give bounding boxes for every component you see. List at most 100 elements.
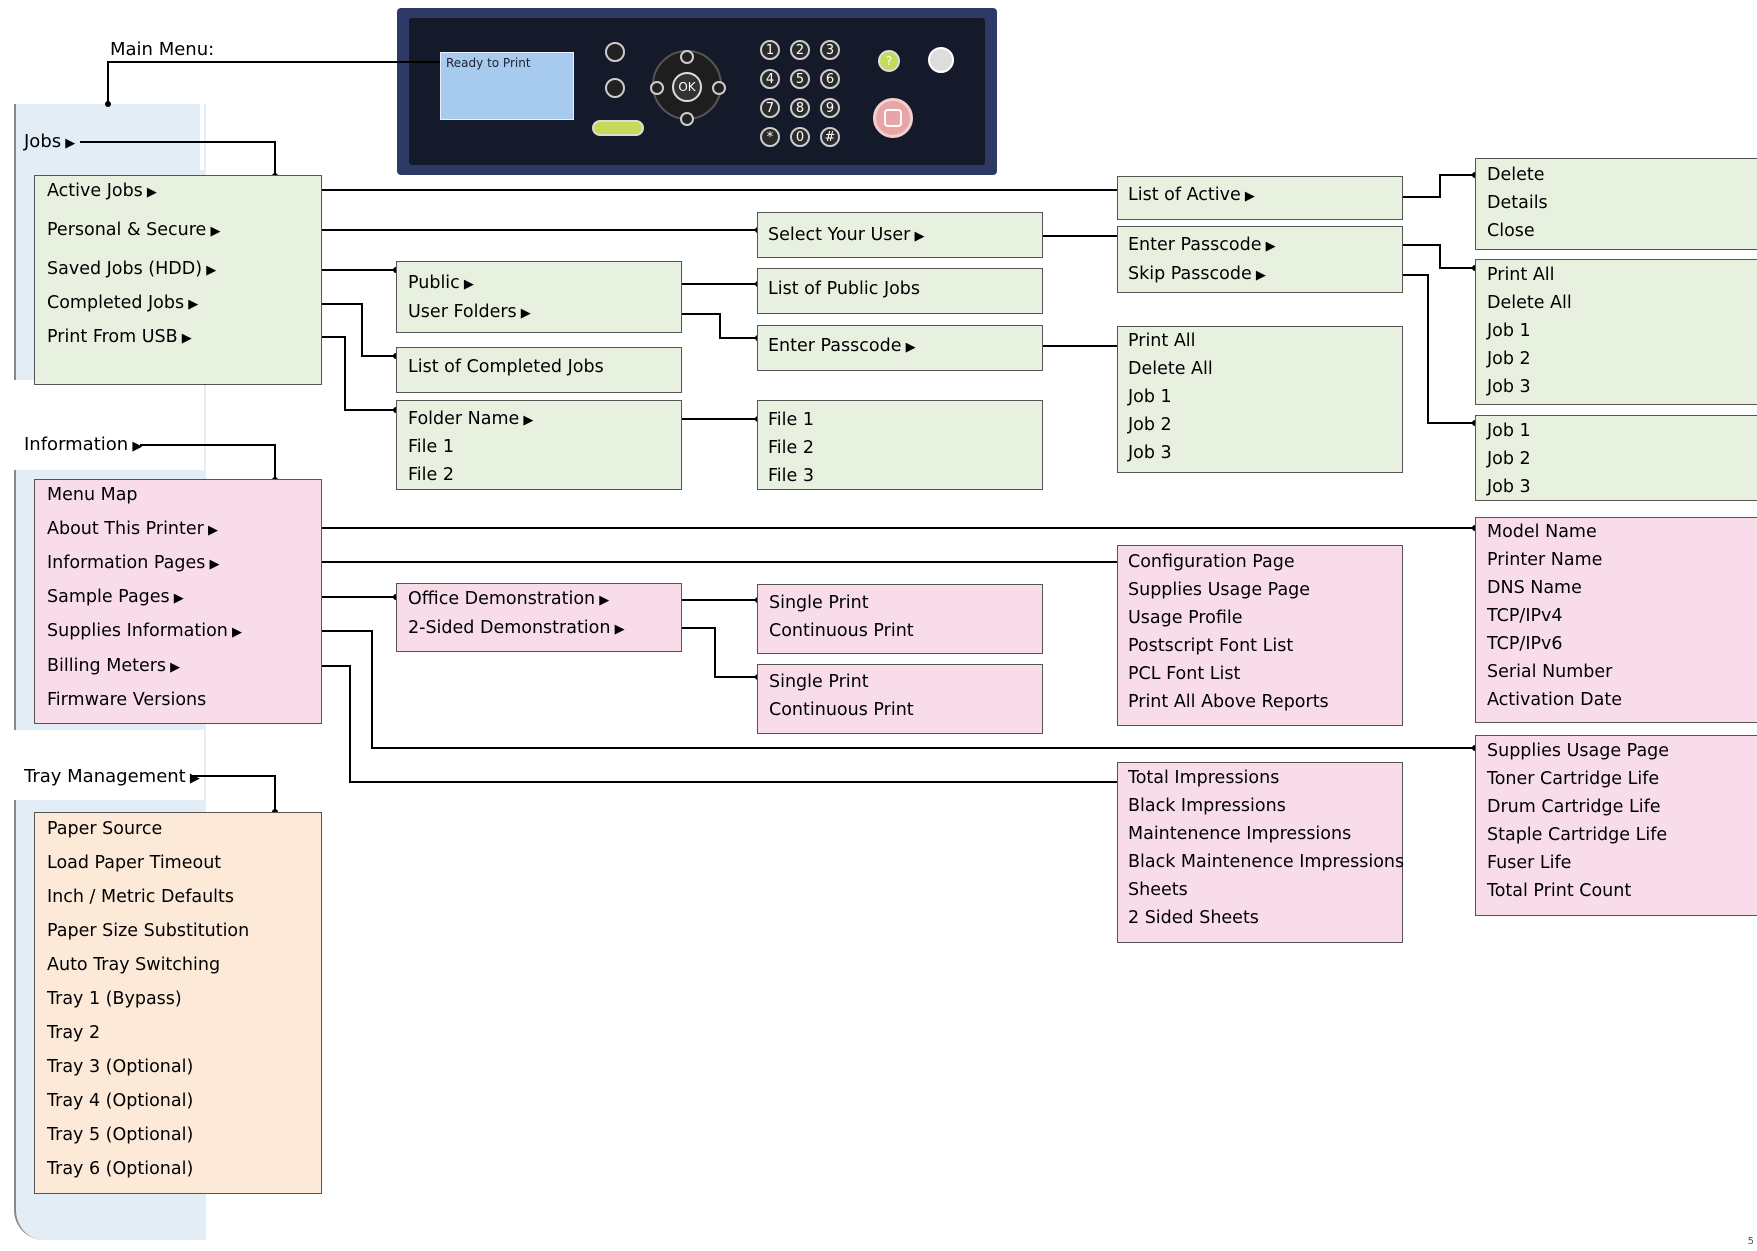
menu-item-folder-job-2[interactable]: Job 2 (1128, 415, 1172, 435)
menu-item-skip-job-3[interactable]: Job 3 (1487, 477, 1531, 497)
arrow-right-icon[interactable] (712, 81, 726, 95)
menu-item-list-of-active[interactable]: List of Active ▶ (1128, 185, 1255, 205)
jobs-heading[interactable]: Jobs ▶ (24, 131, 76, 152)
menu-button[interactable] (605, 42, 625, 62)
menu-item-completed-jobs[interactable]: Completed Jobs ▶ (47, 293, 199, 313)
power-saver-button[interactable] (592, 120, 644, 136)
menu-item-inch-metric-defaults[interactable]: Inch / Metric Defaults (47, 887, 235, 907)
clear-all-button[interactable] (928, 47, 954, 73)
help-button[interactable]: ? (878, 50, 900, 72)
menu-item-drum-cartridge-life[interactable]: Drum Cartridge Life (1487, 797, 1661, 817)
menu-item-folder-enter-passcode[interactable]: Enter Passcode ▶ (768, 336, 916, 356)
menu-item-skip-passcode[interactable]: Skip Passcode ▶ (1128, 264, 1266, 284)
menu-item-secure-print-all[interactable]: Print All (1487, 265, 1555, 285)
menu-item-file-1[interactable]: File 1 (768, 410, 814, 430)
menu-item-information-pages[interactable]: Information Pages ▶ (47, 553, 220, 573)
menu-item-saved-jobs[interactable]: Saved Jobs (HDD) ▶ (47, 259, 217, 279)
menu-item-delete[interactable]: Delete (1487, 165, 1545, 185)
menu-item-list-of-completed-jobs[interactable]: List of Completed Jobs (408, 357, 604, 377)
information-heading[interactable]: Information ▶ (24, 434, 143, 455)
menu-item-usb-file-2[interactable]: File 2 (408, 465, 454, 485)
key-8[interactable]: 8 (790, 98, 810, 118)
menu-item-postscript-font-list[interactable]: Postscript Font List (1128, 636, 1294, 656)
menu-item-skip-job-2[interactable]: Job 2 (1487, 449, 1531, 469)
menu-item-twosided-continuous-print[interactable]: Continuous Print (769, 700, 914, 720)
menu-item-tray-2[interactable]: Tray 2 (47, 1023, 101, 1043)
menu-item-user-folders[interactable]: User Folders ▶ (408, 302, 531, 322)
ok-button[interactable]: OK (672, 72, 702, 102)
menu-item-tray-6[interactable]: Tray 6 (Optional) (47, 1159, 194, 1179)
key-hash[interactable]: # (820, 127, 840, 147)
menu-item-file-3[interactable]: File 3 (768, 466, 814, 486)
menu-item-office-single-print[interactable]: Single Print (769, 593, 869, 613)
menu-item-secure-job-2[interactable]: Job 2 (1487, 349, 1531, 369)
menu-item-fuser-life[interactable]: Fuser Life (1487, 853, 1572, 873)
menu-item-2-sided-sheets[interactable]: 2 Sided Sheets (1128, 908, 1259, 928)
menu-item-print-from-usb[interactable]: Print From USB ▶ (47, 327, 192, 347)
menu-item-list-of-public-jobs[interactable]: List of Public Jobs (768, 279, 921, 299)
menu-item-usb-file-1[interactable]: File 1 (408, 437, 454, 457)
arrow-down-icon[interactable] (680, 112, 694, 126)
menu-item-enter-passcode[interactable]: Enter Passcode ▶ (1128, 235, 1276, 255)
menu-item-serial-number[interactable]: Serial Number (1487, 662, 1613, 682)
stop-button[interactable] (873, 98, 913, 138)
key-7[interactable]: 7 (760, 98, 780, 118)
menu-item-configuration-page[interactable]: Configuration Page (1128, 552, 1295, 572)
menu-item-2-sided-demonstration[interactable]: 2-Sided Demonstration ▶ (408, 618, 625, 638)
menu-item-office-continuous-print[interactable]: Continuous Print (769, 621, 914, 641)
key-2[interactable]: 2 (790, 40, 810, 60)
menu-item-folder-job-1[interactable]: Job 1 (1128, 387, 1172, 407)
menu-item-menu-map[interactable]: Menu Map (47, 485, 138, 505)
menu-item-file-2[interactable]: File 2 (768, 438, 814, 458)
menu-item-tray-5[interactable]: Tray 5 (Optional) (47, 1125, 194, 1145)
back-button[interactable] (605, 78, 625, 98)
menu-item-secure-job-1[interactable]: Job 1 (1487, 321, 1531, 341)
menu-item-secure-job-3[interactable]: Job 3 (1487, 377, 1531, 397)
key-9[interactable]: 9 (820, 98, 840, 118)
menu-item-tcp-ipv4[interactable]: TCP/IPv4 (1487, 606, 1563, 626)
menu-item-sample-pages[interactable]: Sample Pages ▶ (47, 587, 184, 607)
menu-item-pcl-font-list[interactable]: PCL Font List (1128, 664, 1241, 684)
menu-item-active-jobs[interactable]: Active Jobs ▶ (47, 181, 157, 201)
menu-item-office-demonstration[interactable]: Office Demonstration ▶ (408, 589, 610, 609)
menu-item-close[interactable]: Close (1487, 221, 1535, 241)
menu-item-folder-print-all[interactable]: Print All (1128, 331, 1196, 351)
key-5[interactable]: 5 (790, 69, 810, 89)
menu-item-sheets[interactable]: Sheets (1128, 880, 1188, 900)
menu-item-folder-job-3[interactable]: Job 3 (1128, 443, 1172, 463)
key-1[interactable]: 1 (760, 40, 780, 60)
menu-item-tray-1-bypass[interactable]: Tray 1 (Bypass) (47, 989, 182, 1009)
menu-item-tray-3[interactable]: Tray 3 (Optional) (47, 1057, 194, 1077)
menu-item-total-impressions[interactable]: Total Impressions (1128, 768, 1280, 788)
key-star[interactable]: * (760, 127, 780, 147)
menu-item-load-paper-timeout[interactable]: Load Paper Timeout (47, 853, 222, 873)
menu-item-twosided-single-print[interactable]: Single Print (769, 672, 869, 692)
menu-item-usage-profile[interactable]: Usage Profile (1128, 608, 1243, 628)
menu-item-activation-date[interactable]: Activation Date (1487, 690, 1623, 710)
menu-item-total-print-count[interactable]: Total Print Count (1487, 881, 1632, 901)
key-0[interactable]: 0 (790, 127, 810, 147)
menu-item-model-name[interactable]: Model Name (1487, 522, 1597, 542)
menu-item-skip-job-1[interactable]: Job 1 (1487, 421, 1531, 441)
key-4[interactable]: 4 (760, 69, 780, 89)
menu-item-folder-name[interactable]: Folder Name ▶ (408, 409, 534, 429)
menu-item-printer-name[interactable]: Printer Name (1487, 550, 1603, 570)
menu-item-black-impressions[interactable]: Black Impressions (1128, 796, 1286, 816)
menu-item-auto-tray-switching[interactable]: Auto Tray Switching (47, 955, 221, 975)
menu-item-paper-source[interactable]: Paper Source (47, 819, 163, 839)
menu-item-billing-meters[interactable]: Billing Meters ▶ (47, 656, 181, 676)
tray-management-heading[interactable]: Tray Management ▶ (24, 766, 200, 787)
key-3[interactable]: 3 (820, 40, 840, 60)
menu-item-tcp-ipv6[interactable]: TCP/IPv6 (1487, 634, 1563, 654)
menu-item-firmware-versions[interactable]: Firmware Versions (47, 690, 207, 710)
menu-item-tray-4[interactable]: Tray 4 (Optional) (47, 1091, 194, 1111)
menu-item-supplies-information[interactable]: Supplies Information ▶ (47, 621, 243, 641)
menu-item-toner-cartridge-life[interactable]: Toner Cartridge Life (1487, 769, 1660, 789)
menu-item-details[interactable]: Details (1487, 193, 1548, 213)
menu-item-secure-delete-all[interactable]: Delete All (1487, 293, 1572, 313)
arrow-left-icon[interactable] (650, 81, 664, 95)
menu-item-about-this-printer[interactable]: About This Printer ▶ (47, 519, 218, 539)
arrow-up-icon[interactable] (680, 50, 694, 64)
menu-item-supplies-usage-page[interactable]: Supplies Usage Page (1128, 580, 1311, 600)
menu-item-personal-secure[interactable]: Personal & Secure ▶ (47, 220, 221, 240)
